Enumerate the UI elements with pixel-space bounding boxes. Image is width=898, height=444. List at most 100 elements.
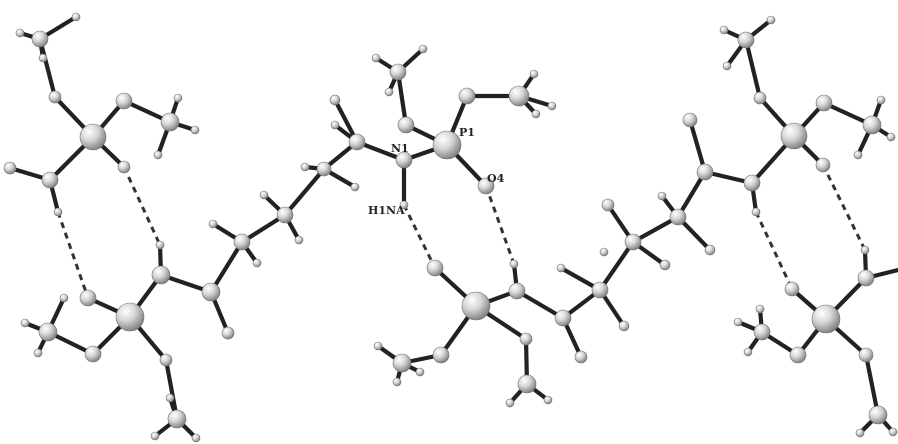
label-o4: O4 bbox=[487, 172, 505, 185]
atom-39 bbox=[117, 160, 131, 174]
atom-45 bbox=[155, 240, 165, 250]
bond-75 bbox=[630, 214, 681, 245]
bond-85 bbox=[743, 37, 763, 101]
atom-54 bbox=[150, 431, 160, 441]
atom-60 bbox=[509, 259, 519, 269]
atom-31 bbox=[15, 28, 25, 38]
atom-52 bbox=[159, 353, 173, 367]
atom-77 bbox=[618, 320, 630, 332]
atom-110 bbox=[888, 427, 898, 437]
atom-10 bbox=[531, 109, 541, 119]
atom-102 bbox=[789, 346, 807, 364]
atom-0 bbox=[432, 130, 462, 160]
bond-13 bbox=[354, 139, 407, 163]
atom-63 bbox=[505, 398, 515, 408]
bond-77 bbox=[675, 169, 708, 220]
atom-65 bbox=[432, 346, 450, 364]
atom-9 bbox=[547, 101, 557, 111]
atom-79 bbox=[669, 208, 687, 226]
atom-49 bbox=[59, 293, 69, 303]
atom-18 bbox=[300, 162, 310, 172]
atom-40 bbox=[41, 171, 59, 189]
atom-90 bbox=[719, 25, 729, 35]
atom-99 bbox=[784, 281, 800, 297]
atom-69 bbox=[415, 367, 425, 377]
atom-13 bbox=[399, 200, 409, 210]
atom-48 bbox=[20, 318, 30, 328]
atom-11 bbox=[477, 177, 495, 195]
atom-56 bbox=[165, 393, 175, 403]
hydrogen-bond-5 bbox=[821, 164, 867, 251]
atom-43 bbox=[115, 302, 145, 332]
atom-29 bbox=[48, 90, 62, 104]
atom-85 bbox=[743, 174, 761, 192]
bond-24 bbox=[208, 239, 245, 295]
atom-67 bbox=[373, 341, 383, 351]
bond-18 bbox=[282, 166, 327, 218]
atom-3 bbox=[371, 53, 381, 63]
atom-109 bbox=[855, 428, 865, 438]
atom-84 bbox=[780, 122, 808, 150]
atom-15 bbox=[330, 120, 340, 130]
atom-53 bbox=[167, 409, 187, 429]
hydrogen-bond-1 bbox=[484, 185, 516, 265]
atom-21 bbox=[259, 190, 269, 200]
atom-8 bbox=[529, 69, 539, 79]
bond-78 bbox=[687, 117, 708, 175]
label-layer: N1 P1 O4 H1NA bbox=[368, 126, 505, 217]
bond-103 bbox=[863, 352, 881, 418]
atom-89 bbox=[737, 31, 755, 49]
atom-35 bbox=[160, 112, 180, 132]
hydrogen-bond-3 bbox=[122, 166, 162, 246]
atom-105 bbox=[743, 347, 753, 357]
atom-37 bbox=[190, 125, 200, 135]
atom-55 bbox=[191, 433, 201, 443]
label-n1: N1 bbox=[391, 142, 409, 155]
atom-44 bbox=[151, 265, 171, 285]
atom-26 bbox=[201, 282, 221, 302]
atom-66 bbox=[392, 353, 412, 373]
atom-57 bbox=[461, 291, 491, 321]
atom-27 bbox=[221, 326, 235, 340]
atom-103 bbox=[753, 323, 771, 341]
atom-108 bbox=[868, 405, 888, 425]
atom-38 bbox=[153, 150, 163, 160]
atom-42 bbox=[3, 161, 17, 175]
atom-81 bbox=[696, 163, 714, 181]
atom-14 bbox=[348, 133, 366, 151]
atom-61 bbox=[519, 332, 533, 346]
atom-58 bbox=[426, 259, 444, 277]
atom-96 bbox=[886, 132, 896, 142]
atom-82 bbox=[682, 112, 698, 128]
atom-92 bbox=[722, 61, 732, 71]
atom-76 bbox=[601, 198, 615, 212]
bond-1 bbox=[395, 69, 409, 128]
atom-41 bbox=[53, 207, 63, 217]
atom-46 bbox=[84, 345, 102, 363]
atom-95 bbox=[876, 95, 886, 105]
atom-30 bbox=[31, 30, 49, 48]
atom-107 bbox=[858, 347, 874, 363]
atom-50 bbox=[33, 348, 43, 358]
atom-19 bbox=[350, 182, 360, 192]
atom-24 bbox=[208, 219, 218, 229]
atom-100 bbox=[857, 269, 875, 287]
atom-layer bbox=[3, 12, 898, 443]
atom-64 bbox=[543, 395, 553, 405]
atom-23 bbox=[233, 233, 251, 251]
hydrogen-bond-0 bbox=[402, 204, 437, 269]
atom-74 bbox=[599, 247, 609, 257]
atom-6 bbox=[458, 87, 476, 105]
atom-87 bbox=[815, 157, 831, 173]
atom-94 bbox=[862, 115, 882, 135]
atom-78 bbox=[659, 259, 671, 271]
atom-80 bbox=[657, 191, 667, 201]
atom-93 bbox=[815, 94, 833, 112]
atom-72 bbox=[574, 350, 588, 364]
label-h1na: H1NA bbox=[368, 204, 405, 217]
bond-21 bbox=[239, 212, 288, 245]
bond-72 bbox=[597, 239, 636, 293]
atom-5 bbox=[384, 87, 394, 97]
atom-17 bbox=[316, 161, 332, 177]
